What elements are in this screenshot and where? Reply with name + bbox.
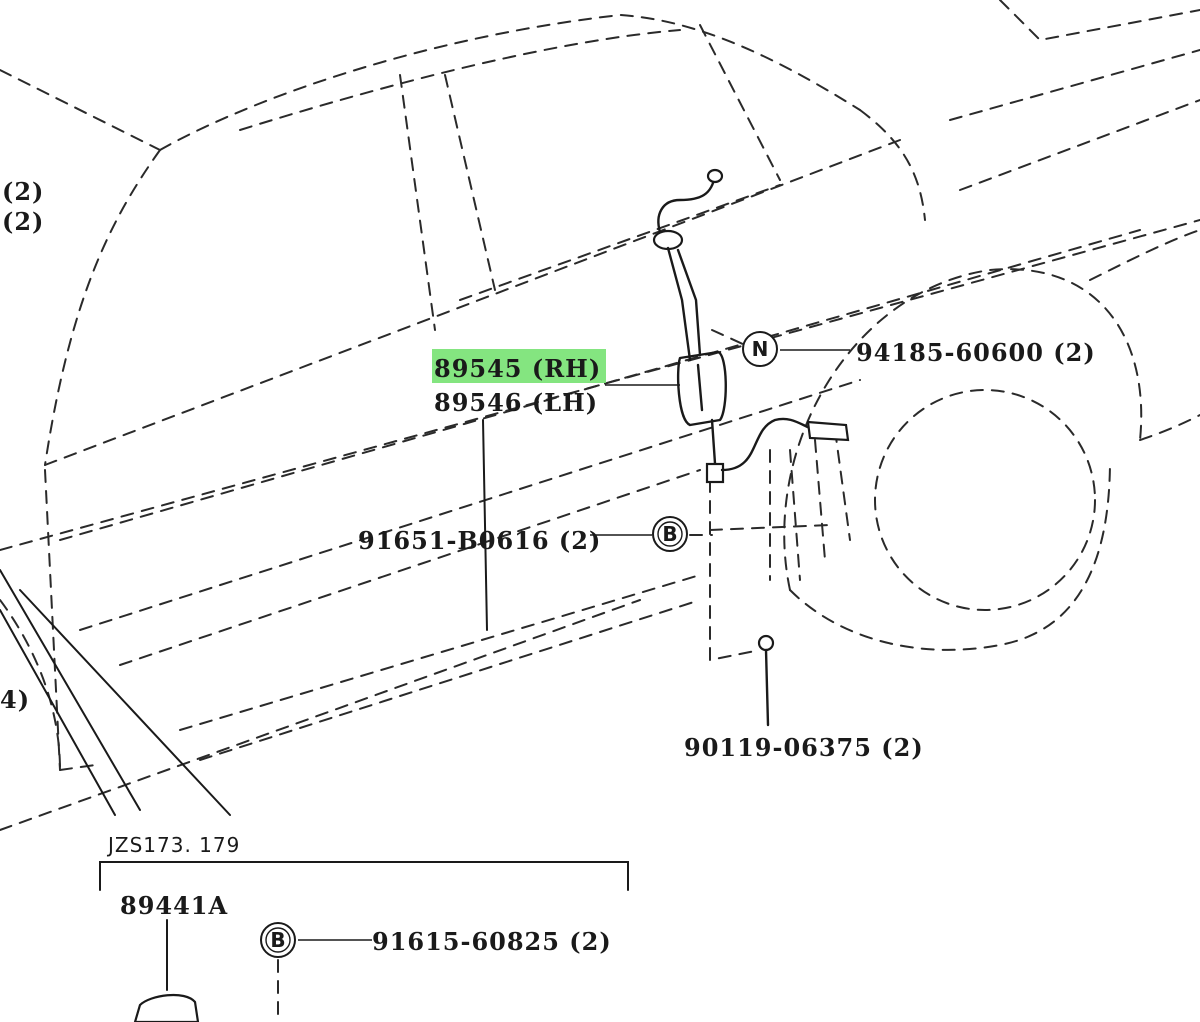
vehicle-outline: [0, 0, 1200, 831]
sensor-rod-2: [676, 248, 702, 357]
bolt-90119[interactable]: [757, 634, 775, 727]
code-n-letter: N: [752, 337, 769, 361]
belt-line-2: [0, 219, 1200, 551]
sensor-lower-cable: [720, 417, 812, 472]
sill-line-1: [179, 574, 701, 731]
code-b2-letter: B: [270, 928, 285, 952]
highlight-sensor-rh: [432, 349, 606, 383]
sensor-mount-plate: [705, 462, 725, 484]
sensor-rod: [666, 246, 692, 362]
rear-pillar: [859, 109, 926, 221]
code-n-circle: [742, 331, 778, 367]
arch-rib-3: [814, 439, 826, 561]
label-sensor-rh[interactable]: 89545 (RH): [434, 354, 601, 383]
b-pillar-front: [399, 74, 436, 331]
wheel-outer: [789, 459, 1111, 651]
roof-line-left: [0, 69, 161, 151]
label-bolt-b[interactable]: 91651-B0616 (2): [358, 526, 601, 555]
code-marker-b2[interactable]: B: [260, 922, 296, 958]
sill-line-2: [0, 599, 641, 831]
code-marker-n[interactable]: N: [742, 331, 778, 367]
roof-line: [159, 13, 861, 151]
belt-line-1: [44, 139, 901, 466]
door-line-2: [119, 469, 701, 666]
sensor-slot: [696, 363, 704, 412]
sensor-upper-end: [706, 168, 724, 184]
sensor-connector: [806, 420, 850, 442]
quarter-line: [1089, 229, 1200, 281]
label-clip-n[interactable]: 94185-60600 (2): [856, 338, 1096, 367]
arch-base: [709, 524, 831, 531]
height-sensor-assembly[interactable]: [652, 168, 850, 484]
fender-edge-3: [19, 589, 231, 816]
sensor-upper-cable: [657, 173, 717, 234]
label-edge-top-1: (2): [2, 177, 44, 206]
fender-edge-2: [0, 609, 116, 816]
window-sill: [459, 184, 781, 301]
code-marker-b1[interactable]: B: [652, 516, 688, 552]
code-b1-inner: [657, 521, 683, 547]
label-bolt-bottom[interactable]: 90119-06375 (2): [684, 733, 924, 762]
variant-bracket: [99, 861, 629, 891]
front-door-corner: [59, 764, 96, 771]
window-top: [239, 29, 681, 131]
fender-edge-1: [0, 569, 141, 811]
wheel-arch: [783, 268, 1143, 591]
leader-lines: [166, 329, 850, 1022]
mount-bracket: [709, 479, 761, 662]
rear-bumper-line: [1139, 414, 1200, 441]
bolt-head: [757, 634, 775, 652]
leader-clip-n-dash: [711, 329, 746, 346]
code-b2-inner: [265, 927, 291, 953]
code-b1-letter: B: [662, 522, 677, 546]
rear-deck-line: [959, 99, 1200, 191]
window-rear: [699, 24, 781, 181]
a-pillar: [44, 149, 161, 466]
wheel-inner: [874, 389, 1096, 611]
b-pillar-rear: [444, 74, 496, 291]
sub-part-shape: [133, 993, 200, 1022]
sensor-upper-grommet: [652, 229, 684, 251]
label-sensor-lh[interactable]: 89546 (LH): [434, 388, 598, 417]
sill-line-3: [199, 599, 701, 761]
sensor-body: [676, 350, 727, 427]
label-sub-part[interactable]: 89441A: [120, 891, 228, 920]
belt-line-3: [59, 229, 1141, 541]
bolt-shaft: [764, 648, 770, 727]
label-edge-top-2: (2): [2, 207, 44, 236]
rear-deck-top: [949, 49, 1200, 121]
label-model-range: JZS173. 179: [106, 833, 240, 857]
trunk-line: [999, 0, 1200, 42]
front-fender: [0, 569, 231, 816]
door-line-1: [79, 379, 861, 631]
label-sub-bolt[interactable]: 91615-60825 (2): [372, 927, 612, 956]
front-door-edge: [44, 469, 61, 771]
variant-group: JZS173. 179 89441A 91615-60825 (2): [99, 833, 629, 1022]
front-wheel-edge: [0, 599, 61, 771]
arch-rib-4: [834, 429, 851, 541]
label-edge-left: 4): [0, 685, 30, 714]
leader-sensor-down: [482, 419, 488, 631]
arch-rib-2: [789, 449, 801, 581]
